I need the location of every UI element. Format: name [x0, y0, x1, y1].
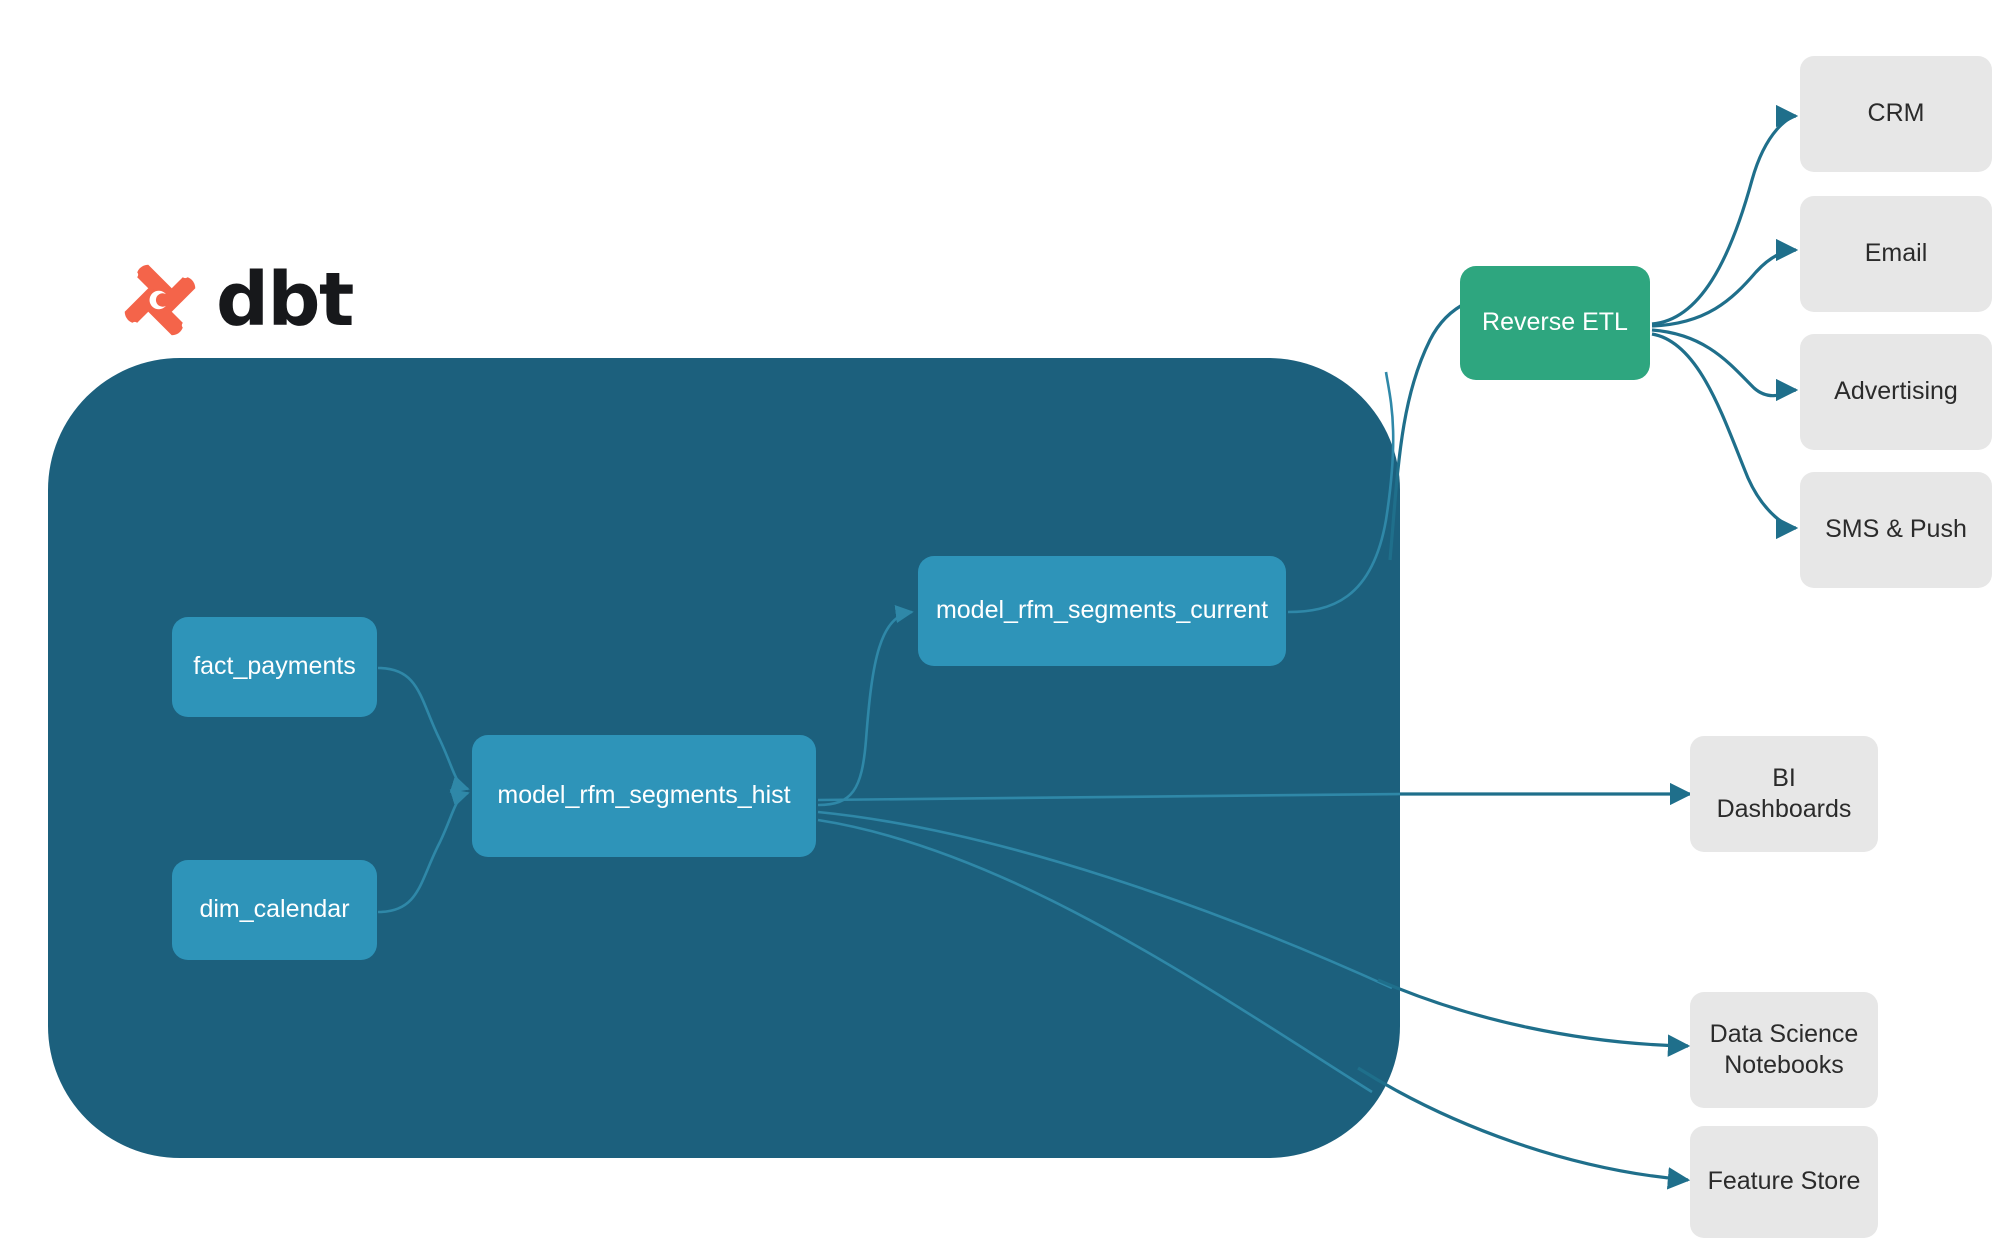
edge-to-feature-store: [1357, 1066, 1691, 1190]
node-crm[interactable]: CRM: [1800, 56, 1992, 172]
node-label: model_rfm_segments_current: [935, 596, 1269, 625]
node-data-science-notebooks[interactable]: Data Science Notebooks: [1690, 992, 1878, 1108]
edge-reverse-etl-to-crm: [1651, 104, 1799, 326]
node-label: model_rfm_segments_hist: [497, 781, 791, 810]
node-label: dim_calendar: [199, 895, 350, 924]
node-label: Data Science Notebooks: [1709, 1019, 1859, 1079]
edge-reverse-etl-to-sms-push: [1651, 332, 1799, 540]
node-label: CRM: [1867, 99, 1925, 128]
node-label: fact_payments: [193, 652, 356, 681]
node-feature-store[interactable]: Feature Store: [1690, 1126, 1878, 1238]
dbt-wordmark: dbt: [216, 256, 354, 343]
node-email[interactable]: Email: [1800, 196, 1992, 312]
edge-reverse-etl-to-email: [1651, 238, 1799, 328]
node-reverse-etl[interactable]: Reverse ETL: [1460, 266, 1650, 380]
edge-to-data-science-notebooks: [1377, 978, 1691, 1057]
node-advertising[interactable]: Advertising: [1800, 334, 1992, 450]
node-label: BI Dashboards: [1716, 763, 1852, 823]
dbt-logo: dbt: [118, 252, 358, 347]
node-label: Email: [1864, 239, 1928, 268]
dbt-x-logo-icon: [124, 264, 196, 335]
node-dim-calendar[interactable]: dim_calendar: [172, 860, 377, 960]
node-label: Feature Store: [1707, 1167, 1861, 1196]
edge-reverse-etl-to-advertising: [1651, 328, 1799, 402]
node-fact-payments[interactable]: fact_payments: [172, 617, 377, 717]
node-model-rfm-segments-hist[interactable]: model_rfm_segments_hist: [472, 735, 816, 857]
node-model-rfm-segments-current[interactable]: model_rfm_segments_current: [918, 556, 1286, 666]
node-label: Reverse ETL: [1482, 308, 1628, 337]
node-label: Advertising: [1834, 377, 1958, 406]
node-bi-dashboards[interactable]: BI Dashboards: [1690, 736, 1878, 852]
node-sms-push[interactable]: SMS & Push: [1800, 472, 1992, 588]
node-label: SMS & Push: [1825, 515, 1967, 544]
